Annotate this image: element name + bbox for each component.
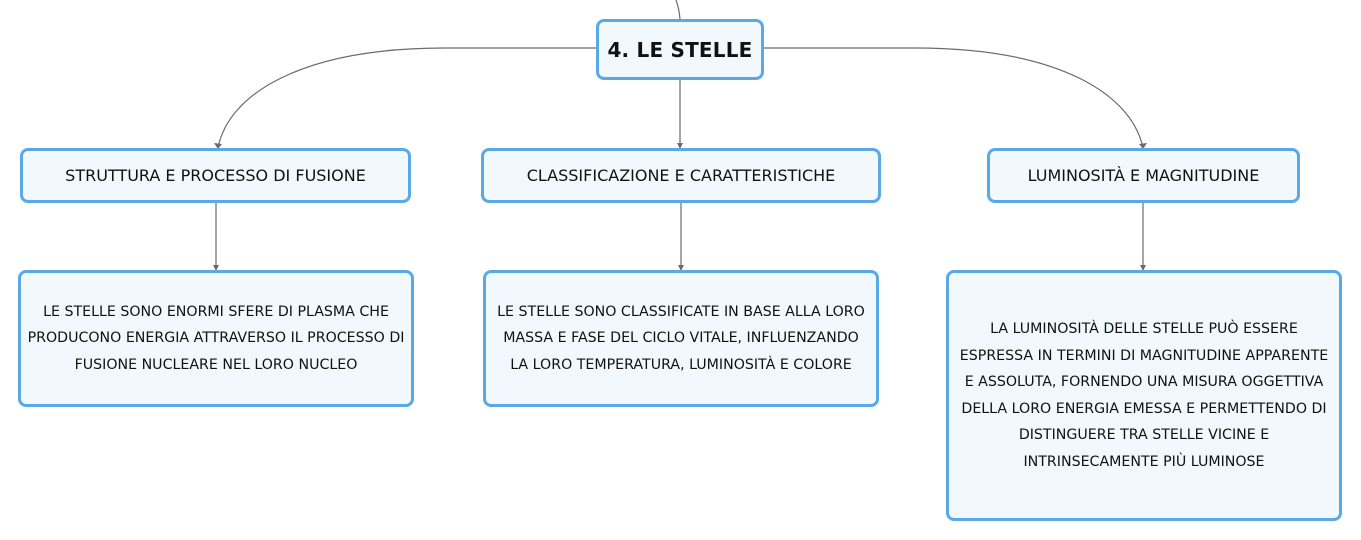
- detail-text-classificazione: LE STELLE SONO CLASSIFICATE IN BASE ALLA…: [497, 303, 865, 373]
- arrowhead-classif: [677, 143, 683, 149]
- arrowhead-struttura-detail: [213, 265, 219, 271]
- arrowhead-struttura: [214, 143, 222, 149]
- arrowhead-classif-detail: [678, 265, 684, 271]
- detail-node-classificazione[interactable]: LE STELLE SONO CLASSIFICATE IN BASE ALLA…: [483, 270, 879, 407]
- branch-node-luminosita[interactable]: LUMINOSITÀ E MAGNITUDINE: [987, 148, 1300, 203]
- detail-node-luminosita[interactable]: LA LUMINOSITÀ DELLE STELLE PUÒ ESSERE ES…: [946, 270, 1342, 521]
- arrowhead-lumin: [1139, 143, 1147, 149]
- detail-text-luminosita: LA LUMINOSITÀ DELLE STELLE PUÒ ESSERE ES…: [959, 321, 1329, 470]
- branch-node-struttura[interactable]: STRUTTURA E PROCESSO DI FUSIONE: [20, 148, 411, 203]
- root-topic-node[interactable]: 4. LE STELLE: [596, 19, 764, 80]
- detail-text-struttura: LE STELLE SONO ENORMI SFERE DI PLASMA CH…: [27, 303, 405, 373]
- arrowhead-lumin-detail: [1140, 265, 1146, 271]
- detail-node-struttura[interactable]: LE STELLE SONO ENORMI SFERE DI PLASMA CH…: [18, 270, 414, 407]
- branch-label-classificazione: CLASSIFICAZIONE E CARATTERISTICHE: [526, 166, 836, 185]
- connector-parent-to-root: [675, 0, 681, 20]
- branch-label-struttura: STRUTTURA E PROCESSO DI FUSIONE: [65, 166, 366, 185]
- connector-root-to-lumin: [764, 47, 1144, 149]
- connector-root-to-struttura: [217, 47, 596, 149]
- root-topic-label: 4. LE STELLE: [607, 37, 753, 62]
- branch-node-classificazione[interactable]: CLASSIFICAZIONE E CARATTERISTICHE: [481, 148, 881, 203]
- branch-label-luminosita: LUMINOSITÀ E MAGNITUDINE: [1027, 166, 1260, 185]
